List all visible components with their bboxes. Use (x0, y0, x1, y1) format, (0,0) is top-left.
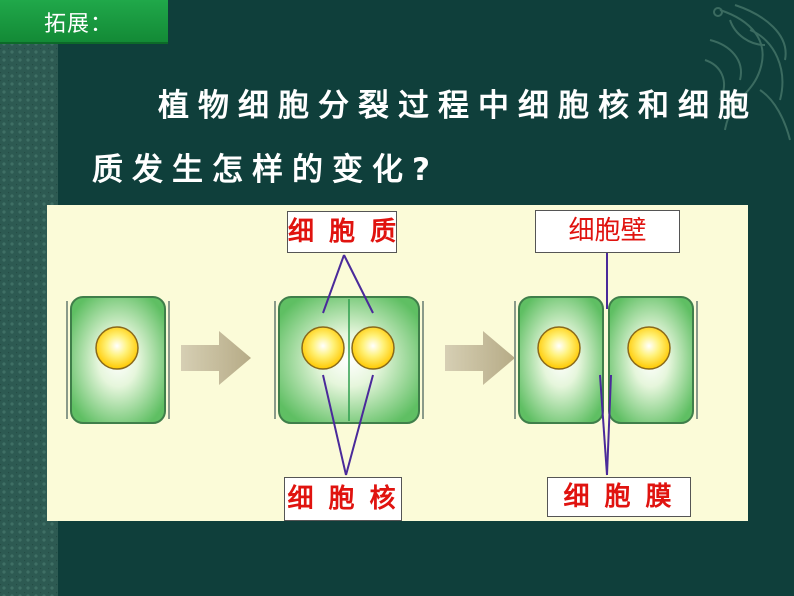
label-cytoplasm: 细 胞 质 (287, 211, 397, 253)
label-nucleus: 细 胞 核 (284, 477, 402, 521)
nucleus (627, 326, 671, 370)
right-arrow-icon (445, 331, 515, 385)
dividing-cell (274, 296, 424, 424)
nucleus (351, 326, 395, 370)
badge-label: 拓展： (44, 12, 114, 37)
question-line-1: 植物细胞分裂过程中细胞核和细胞 (158, 88, 758, 124)
parent-cell (66, 296, 170, 424)
pointer-lines (322, 253, 612, 476)
label-cell-wall: 细胞壁 (535, 210, 680, 253)
nucleus (95, 326, 139, 370)
phoenix-ornament-icon (704, 4, 791, 141)
daughter-cells (514, 296, 698, 424)
diagram-panel: 细 胞 质 细胞壁 细 胞 核 细 胞 膜 (47, 205, 748, 521)
question-line-2: 质发生怎样的变化? (92, 152, 439, 188)
label-cell-membrane: 细 胞 膜 (547, 477, 691, 517)
nucleus (537, 326, 581, 370)
nucleus (301, 326, 345, 370)
topic-badge: 拓展： (0, 0, 168, 44)
right-arrow-icon (181, 331, 251, 385)
cell-division-diagram (66, 253, 698, 476)
